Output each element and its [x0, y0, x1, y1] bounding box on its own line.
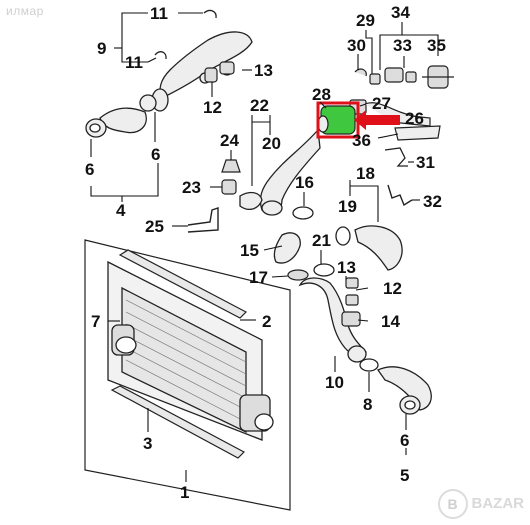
callout-labels: 1 2 3 4 5 6 6 6 7 8 9 10 11 11 12 12 13 … — [85, 3, 446, 502]
callout-30: 30 — [347, 36, 366, 55]
part-25-bracket — [187, 207, 219, 233]
sensor-14 — [341, 311, 361, 327]
callout-26: 26 — [405, 109, 424, 128]
gasket-12-upper — [204, 67, 218, 83]
callout-22: 22 — [250, 96, 269, 115]
callout-13a: 13 — [254, 61, 273, 80]
watermark-top-left: илмар — [6, 4, 44, 18]
nut-12-lower — [345, 294, 359, 306]
callout-19: 19 — [338, 197, 357, 216]
part-24-valve — [221, 159, 241, 173]
clamp-16 — [292, 206, 314, 220]
callout-13b: 13 — [337, 258, 356, 277]
callout-36: 36 — [352, 131, 371, 150]
clamp-19 — [335, 226, 351, 246]
nut-13-upper — [219, 61, 235, 75]
callout-24: 24 — [220, 131, 239, 150]
callout-31: 31 — [416, 153, 435, 172]
callout-3: 3 — [143, 434, 152, 453]
callout-6c: 6 — [400, 431, 409, 450]
leader-lines — [90, 12, 439, 482]
callout-25: 25 — [145, 217, 164, 236]
callout-9: 9 — [97, 39, 106, 58]
callout-15: 15 — [240, 241, 259, 260]
callout-11b: 11 — [125, 53, 143, 72]
ring-17 — [287, 269, 309, 281]
intercooler-radiator — [84, 239, 291, 511]
sensor-13-lower — [345, 277, 359, 289]
left-hose-assembly — [85, 94, 157, 138]
callout-20: 20 — [262, 134, 281, 153]
highlighted-sensor-28 — [316, 101, 360, 139]
callout-33: 33 — [393, 36, 412, 55]
callout-29: 29 — [356, 11, 375, 30]
watermark-bazar-text: BAZAR — [471, 494, 525, 512]
callout-6b: 6 — [151, 145, 160, 164]
callout-23: 23 — [182, 178, 201, 197]
clamp-11-lower — [154, 51, 167, 60]
upper-charge-pipe — [151, 31, 253, 112]
upper-seal-strip — [118, 249, 248, 319]
lower-charge-pipe-10 — [298, 277, 367, 363]
callout-17: 17 — [249, 268, 268, 287]
lower-seal-strip — [110, 385, 245, 459]
callout-16: 16 — [295, 173, 314, 192]
callout-2: 2 — [262, 312, 271, 331]
callout-14: 14 — [381, 312, 400, 331]
sensor-bracket-36 — [394, 125, 441, 141]
callout-8: 8 — [363, 395, 372, 414]
clamp-21 — [313, 263, 335, 277]
callout-10: 10 — [325, 373, 344, 392]
callout-21: 21 — [312, 231, 331, 250]
callout-4: 4 — [116, 201, 126, 220]
part-23-sleeve — [221, 179, 237, 195]
highlight-arrow — [354, 110, 400, 130]
part-31-bracket — [384, 147, 408, 167]
callout-6a: 6 — [85, 160, 94, 179]
center-charge-pipe — [239, 128, 321, 216]
callout-7: 7 — [91, 312, 100, 331]
callout-34: 34 — [391, 3, 410, 22]
upper-right-fittings — [354, 65, 454, 89]
callout-11a: 11 — [150, 4, 168, 23]
bazar-logo-icon: B — [437, 489, 468, 519]
callout-32: 32 — [423, 192, 442, 211]
callout-12a: 12 — [203, 98, 222, 117]
callout-1: 1 — [180, 483, 189, 502]
callout-5: 5 — [400, 466, 409, 485]
part-32-bracket — [387, 184, 413, 207]
callout-27: 27 — [372, 94, 391, 113]
clamp-11-upper — [203, 9, 217, 19]
hose-18 — [354, 225, 403, 271]
lower-hose-5 — [377, 366, 432, 415]
hose-15 — [273, 232, 301, 264]
clamp-8 — [359, 358, 379, 372]
callout-28: 28 — [312, 85, 331, 104]
callout-35: 35 — [427, 36, 446, 55]
callout-18: 18 — [356, 164, 375, 183]
callout-12b: 12 — [383, 279, 402, 298]
